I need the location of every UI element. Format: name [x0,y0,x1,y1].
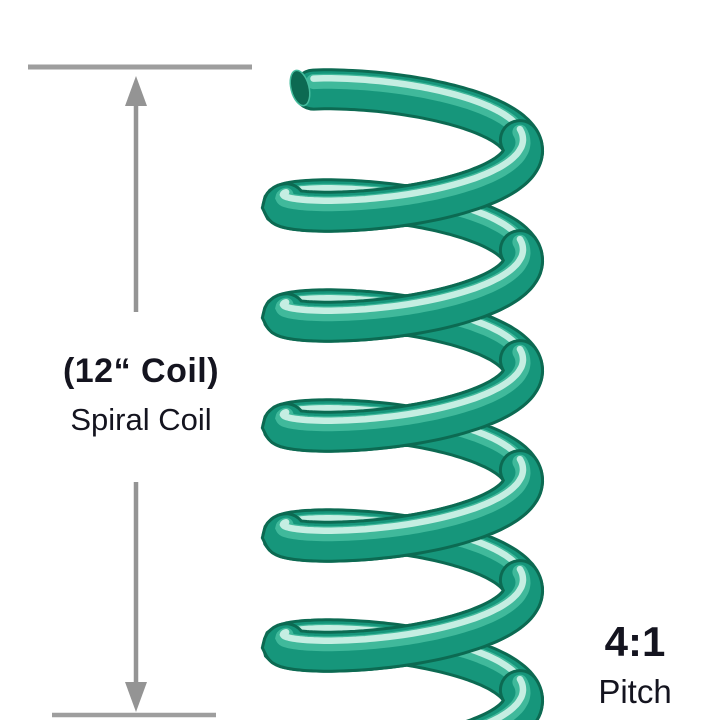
pitch-ratio-label: 4:1 [604,618,666,665]
lower-dimension-arrowhead [125,682,147,712]
coil-front-stroke [263,122,542,720]
coil-length-label: (12“ Coil) [62,352,220,390]
pitch-word-label: Pitch [598,672,672,710]
spiral-coil-illustration [260,68,545,720]
coil-dimension-label: (12“ Coil) Spiral Coil [10,350,272,439]
pitch-label: 4:1 Pitch [550,616,720,712]
coil-front-stroke [279,125,527,720]
upper-dimension-arrowhead [125,76,147,106]
coil-end-cap [289,69,311,107]
coil-type-label: Spiral Coil [70,401,212,437]
